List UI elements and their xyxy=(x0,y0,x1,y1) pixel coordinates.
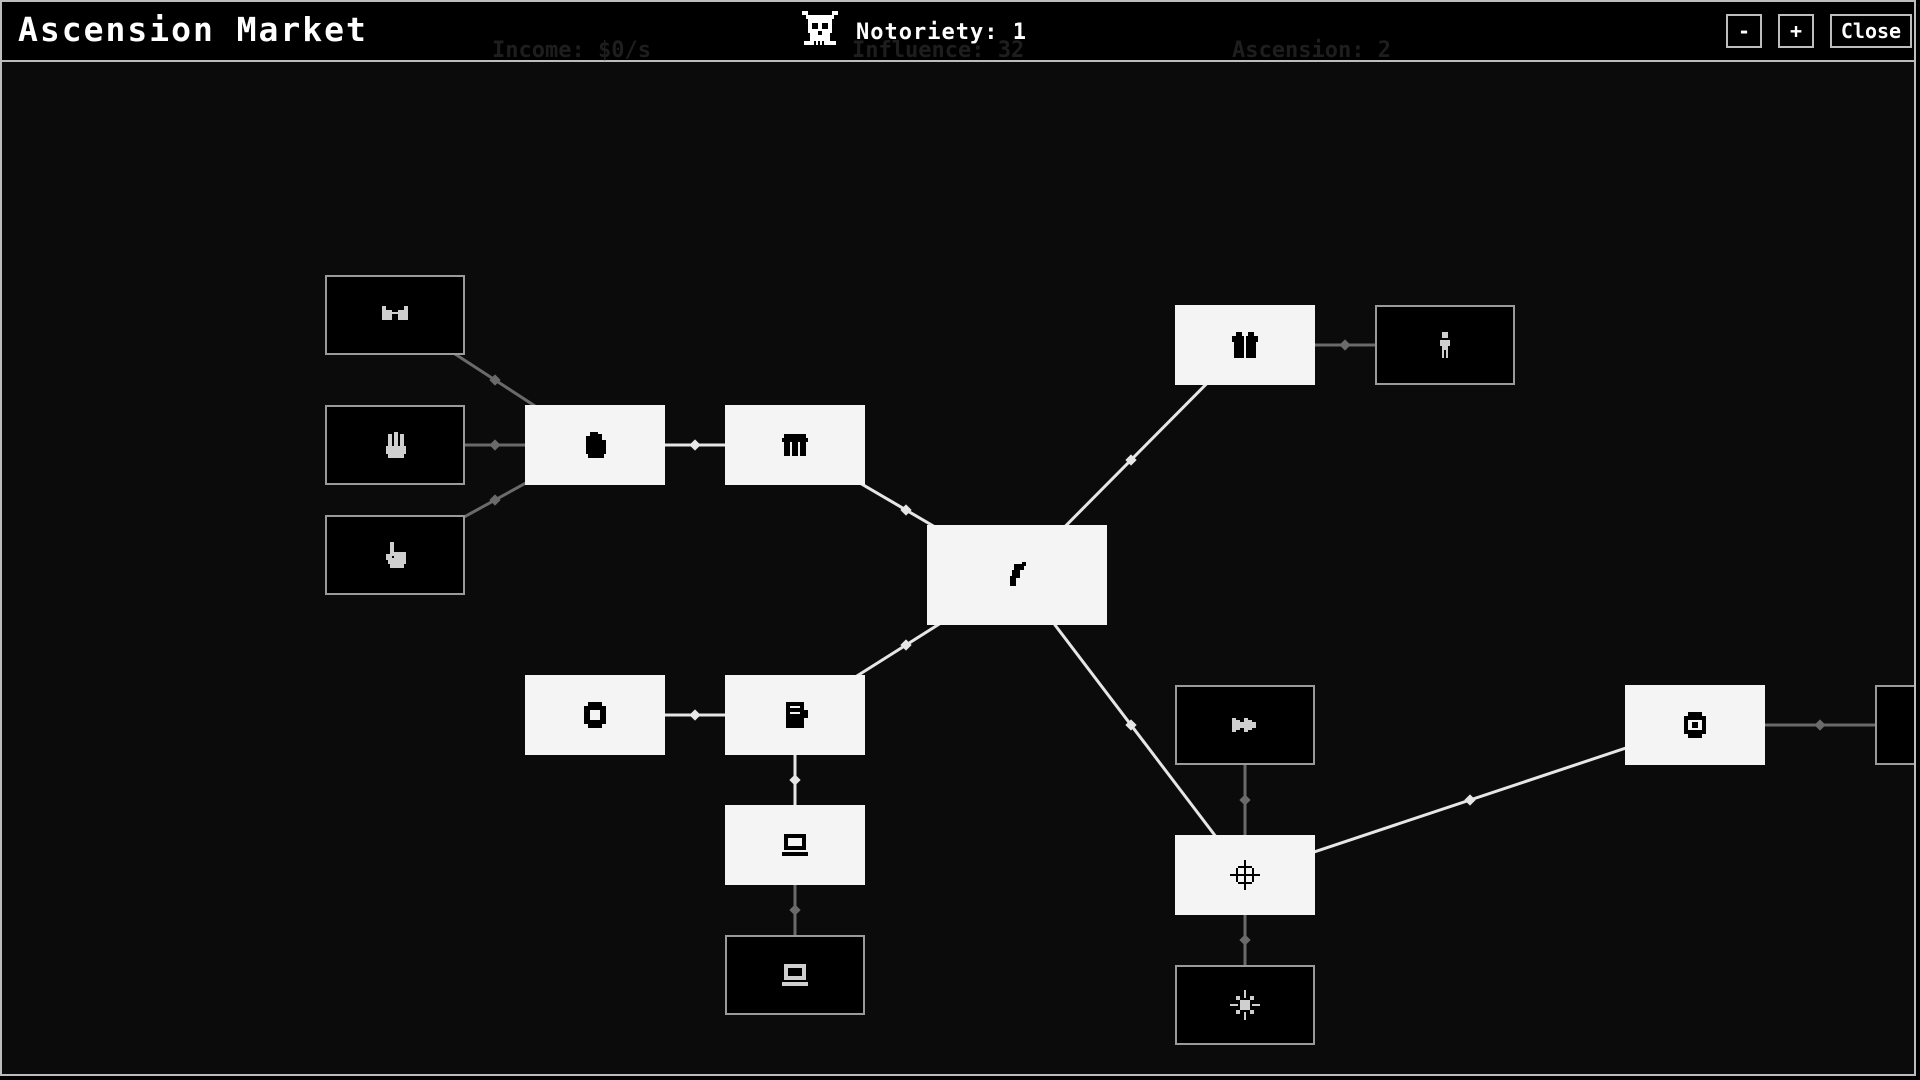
pointing-hand-icon xyxy=(380,540,410,570)
armor-vest-icon xyxy=(780,430,810,460)
person-icon xyxy=(1430,330,1460,360)
link-junction-dot xyxy=(489,374,501,386)
ascension-stat: Ascension: 2 xyxy=(1232,38,1391,63)
coin-icon xyxy=(580,700,610,730)
upgrade-node-coin[interactable] xyxy=(525,675,665,755)
hand-icon xyxy=(580,430,610,460)
upgrade-node-root[interactable] xyxy=(927,525,1107,625)
fast-forward-icon xyxy=(1230,710,1260,740)
link-junction-dot xyxy=(900,504,912,516)
upgrade-node-pointer[interactable] xyxy=(325,515,465,595)
notoriety-label: Notoriety: 1 xyxy=(856,19,1027,45)
upgrade-node-burst[interactable] xyxy=(1175,965,1315,1045)
influence-stat: Influence: 32 xyxy=(852,38,1025,63)
upgrade-node-fastforward[interactable] xyxy=(1175,685,1315,765)
upgrade-node-laptop2[interactable] xyxy=(725,935,865,1015)
upgrade-node-crosshair[interactable] xyxy=(1175,835,1315,915)
link-junction-dot xyxy=(689,439,701,451)
link-junction-dot xyxy=(489,439,501,451)
window-title: Ascension Market xyxy=(18,10,368,49)
link-junction-dot xyxy=(1125,454,1137,466)
skull-icon xyxy=(802,11,838,53)
link-junction-dot xyxy=(689,709,701,721)
pistol-icon xyxy=(1002,560,1032,590)
upgrade-node-glasses[interactable] xyxy=(325,275,465,355)
upgrade-node-laptop1[interactable] xyxy=(725,805,865,885)
link-junction-dot xyxy=(900,639,912,651)
link-junction-dot xyxy=(1814,719,1826,731)
link-junction-dot xyxy=(1125,719,1137,731)
target-icon xyxy=(1680,710,1710,740)
link-junction-dot xyxy=(789,774,801,786)
link-junction-dot xyxy=(1339,339,1351,351)
zoom-out-button[interactable]: - xyxy=(1726,14,1762,48)
income-stat: Income: $0/s xyxy=(492,38,651,63)
upgrade-node-book[interactable] xyxy=(725,675,865,755)
link-junction-dot xyxy=(1239,934,1251,946)
laptop-icon xyxy=(780,830,810,860)
burst-icon xyxy=(1230,990,1260,1020)
three-fingers-icon xyxy=(380,430,410,460)
notoriety-display: Notoriety: 1 xyxy=(802,10,1027,54)
upgrade-node-vest[interactable] xyxy=(725,405,865,485)
glasses-icon xyxy=(380,300,410,330)
crosshair-icon xyxy=(1230,860,1260,890)
notebook-icon xyxy=(780,700,810,730)
link-junction-dot xyxy=(489,494,501,506)
link-junction-dot xyxy=(789,904,801,916)
upgrade-node-fingers[interactable] xyxy=(325,405,465,485)
link-junction-dot xyxy=(1239,794,1251,806)
zoom-in-button[interactable]: + xyxy=(1778,14,1814,48)
upgrade-node-offscreen[interactable] xyxy=(1875,685,1914,765)
upgrade-node-gift[interactable] xyxy=(1175,305,1315,385)
laptop-icon xyxy=(780,960,810,990)
close-button[interactable]: Close xyxy=(1830,14,1912,48)
upgrade-node-target[interactable] xyxy=(1625,685,1765,765)
link-junction-dot xyxy=(1464,794,1476,806)
upgrade-node-figure[interactable] xyxy=(1375,305,1515,385)
faded-header-stats: Income: $0/s Influence: 32 Ascension: 2 xyxy=(2,38,1914,63)
title-bar: Income: $0/s Influence: 32 Ascension: 2 … xyxy=(2,2,1914,63)
gift-icon xyxy=(1230,330,1260,360)
upgrade-node-hand[interactable] xyxy=(525,405,665,485)
